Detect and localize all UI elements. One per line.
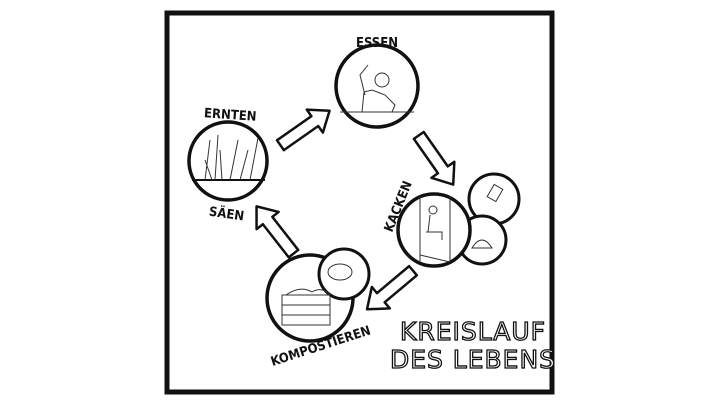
arrow-kacken-to-kompostieren [365, 264, 419, 311]
arrow-kompostieren-to-saeen [255, 205, 300, 259]
kacken-illustration [396, 172, 521, 268]
ernten-illustration [187, 120, 269, 202]
label-essen: ESSEN [356, 36, 398, 51]
title-line-2: DES LEBENS [390, 345, 556, 374]
arrow-ernten-to-essen [275, 108, 331, 152]
label-ernten: ERNTEN [204, 106, 257, 125]
arrow-essen-to-kacken [412, 130, 456, 186]
kompostieren-illustration [265, 247, 371, 343]
essen-illustration [334, 43, 420, 129]
title-line-1: KREISLAUF [400, 317, 546, 346]
label-saeen: SÄEN [208, 204, 245, 225]
